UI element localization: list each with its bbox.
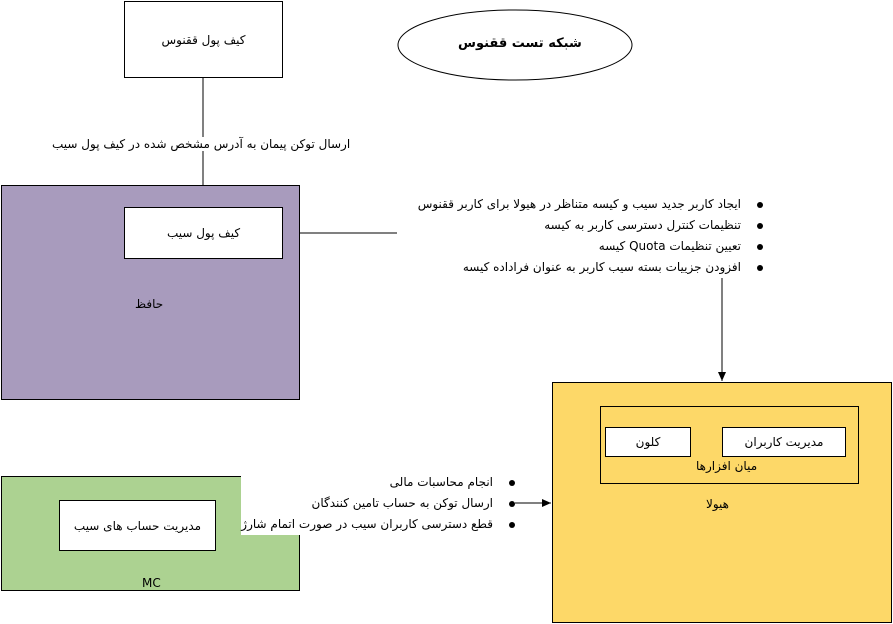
phoenix-testnet-ellipse	[397, 9, 633, 81]
list-item: افزودن جزییات بسته سیب کاربر به عنوان فر…	[418, 257, 764, 278]
hiola-box	[552, 382, 892, 623]
list-item: تنظیمات کنترل دسترسی کاربر به کیسه	[418, 215, 764, 236]
list-item: ایجاد کاربر جدید سیب و کیسه متناظر در هی…	[418, 194, 764, 215]
apple-accounts-management-label: مدیریت حساب های سیب	[73, 518, 202, 533]
custodian-label: حافظ	[135, 297, 164, 311]
list-item: قطع دسترسی کاربران سیب در صورت اتمام شار…	[241, 514, 515, 535]
mc-to-hiola-list: انجام محاسبات مالی ارسال توکن به حساب تا…	[241, 472, 515, 535]
list-item: تعیین تنظیمات Quota کیسه	[418, 236, 764, 257]
user-management-box: مدیریت کاربران	[722, 427, 846, 457]
list-item: انجام محاسبات مالی	[241, 472, 515, 493]
clone-box: کلون	[605, 427, 691, 457]
middleware-box	[600, 406, 859, 484]
phoenix-wallet-label: کیف پول ققنوس	[161, 32, 246, 47]
user-management-label: مدیریت کاربران	[744, 435, 824, 449]
phoenix-wallet-box: کیف پول ققنوس	[124, 1, 283, 78]
mc-label: MC	[142, 576, 161, 590]
middleware-label: میان افزارها	[696, 459, 758, 473]
list-item: ارسال توکن به حساب تامین کنندگان	[241, 493, 515, 514]
apple-wallet-box: کیف پول سیب	[124, 207, 283, 259]
hiola-label: هیولا	[706, 497, 729, 511]
clone-label: کلون	[635, 435, 661, 449]
apple-accounts-management-box: مدیریت حساب های سیب	[59, 500, 216, 551]
phoenix-testnet-label: شبکه تست ققنوس	[458, 36, 582, 51]
apple-wallet-label: کیف پول سیب	[166, 226, 241, 240]
token-transfer-label: ارسال توکن پیمان به آدرس مشخص شده در کیف…	[52, 137, 351, 151]
wallet-to-hiola-list: ایجاد کاربر جدید سیب و کیسه متناظر در هی…	[417, 194, 764, 278]
